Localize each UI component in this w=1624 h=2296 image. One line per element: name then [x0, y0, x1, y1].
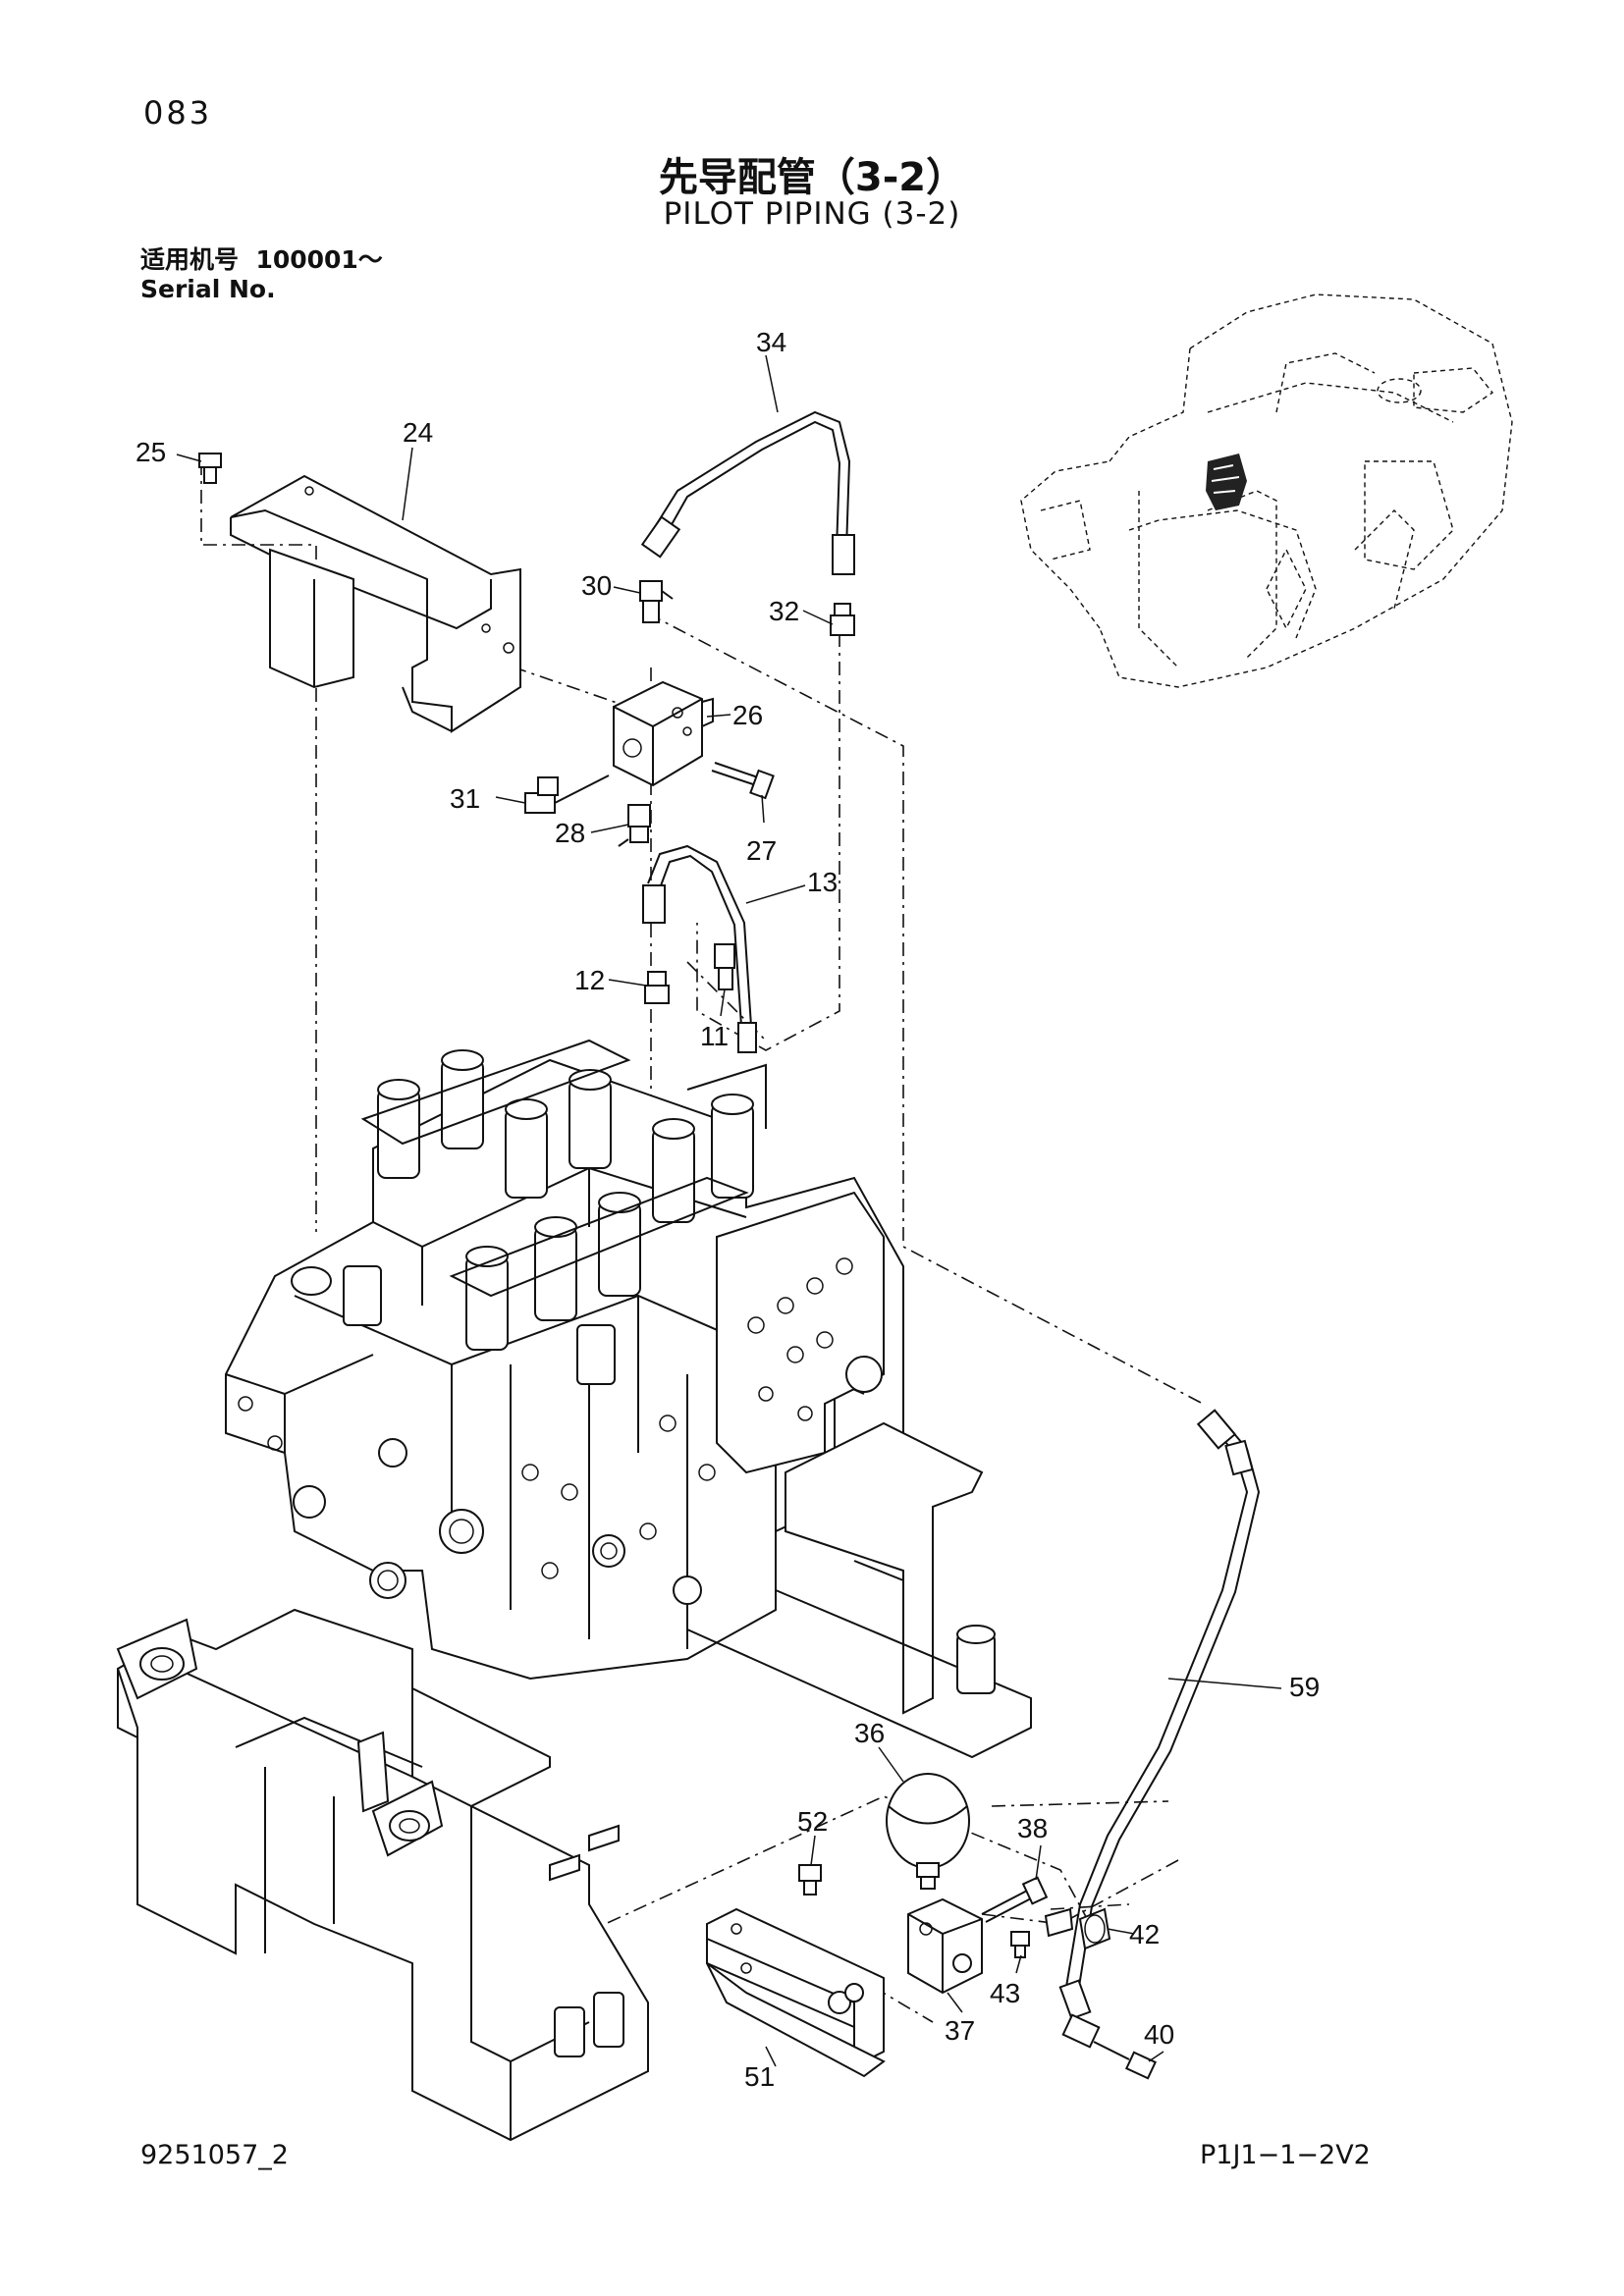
- bolt-52: [798, 1864, 822, 1896]
- block-26: [613, 680, 714, 787]
- hose-59: [1058, 1409, 1261, 2020]
- callout-32: 32: [769, 596, 799, 626]
- callout-51: 51: [744, 2061, 775, 2092]
- callout-30: 30: [581, 570, 612, 601]
- fitting-31: [524, 774, 610, 814]
- spool-caps-row-2: [449, 1063, 767, 1351]
- connector-11: [714, 943, 735, 990]
- callout-34: 34: [756, 327, 786, 357]
- bracket-51: [706, 1907, 886, 2078]
- block-37: [907, 1897, 983, 1995]
- plug-32: [830, 603, 855, 636]
- hose-34: [640, 410, 855, 575]
- serial-block: 适用机号 100001～ Serial No.: [140, 245, 383, 304]
- page-number: 083: [143, 94, 213, 132]
- leader-lines: [176, 354, 1282, 2067]
- machine-location-inset: [1020, 294, 1513, 688]
- bolt-27: [711, 762, 775, 800]
- serial-label-cn: 适用机号: [140, 245, 240, 274]
- hose-13: [642, 844, 757, 1053]
- callout-25: 25: [135, 437, 166, 467]
- title-chinese: 先导配管（3-2）: [658, 155, 966, 200]
- title-english: PILOT PIPING (3-2): [663, 196, 961, 232]
- serial-label-en: Serial No.: [140, 275, 276, 303]
- mounting-frame: [116, 1608, 649, 2142]
- callout-40: 40: [1144, 2019, 1174, 2050]
- control-valve-assembly: [225, 1039, 904, 1681]
- clamp-42: [1044, 1907, 1111, 1950]
- valve-highlight-mark: [1206, 454, 1247, 510]
- fitting-12: [644, 971, 670, 1004]
- callout-13: 13: [807, 867, 838, 897]
- callout-36: 36: [854, 1718, 885, 1748]
- callout-59: 59: [1289, 1672, 1320, 1702]
- sensor-40: [1061, 2013, 1158, 2080]
- callout-11: 11: [700, 1021, 729, 1051]
- bracket-24: [230, 474, 521, 733]
- serial-value: 100001～: [255, 245, 383, 274]
- spool-caps-row-1: [360, 1039, 631, 1199]
- callout-27: 27: [746, 835, 777, 866]
- callout-38: 38: [1017, 1813, 1048, 1843]
- bolt-43: [1010, 1931, 1030, 1958]
- callout-labels: 34 25 24 30 32 26 31 28 27 13 12 11 59 3…: [135, 327, 1320, 2092]
- callout-28: 28: [555, 818, 585, 848]
- bolt-38: [981, 1876, 1049, 1923]
- callout-24: 24: [403, 417, 433, 448]
- callout-26: 26: [732, 700, 763, 730]
- support-plate: [686, 1421, 1032, 1759]
- adapter-30: [639, 580, 674, 623]
- callout-37: 37: [945, 2015, 975, 2046]
- callout-42: 42: [1129, 1919, 1160, 1949]
- callout-52: 52: [797, 1806, 828, 1837]
- callout-43: 43: [990, 1978, 1020, 2008]
- bolt-25: [198, 453, 222, 484]
- footer-page-code: P1J1−1−2V2: [1200, 2140, 1371, 2170]
- accumulator-36: [886, 1773, 970, 1890]
- fitting-28: [618, 804, 651, 847]
- footer-document-code: 9251057_2: [140, 2140, 289, 2170]
- callout-12: 12: [574, 965, 605, 995]
- callout-31: 31: [450, 783, 480, 814]
